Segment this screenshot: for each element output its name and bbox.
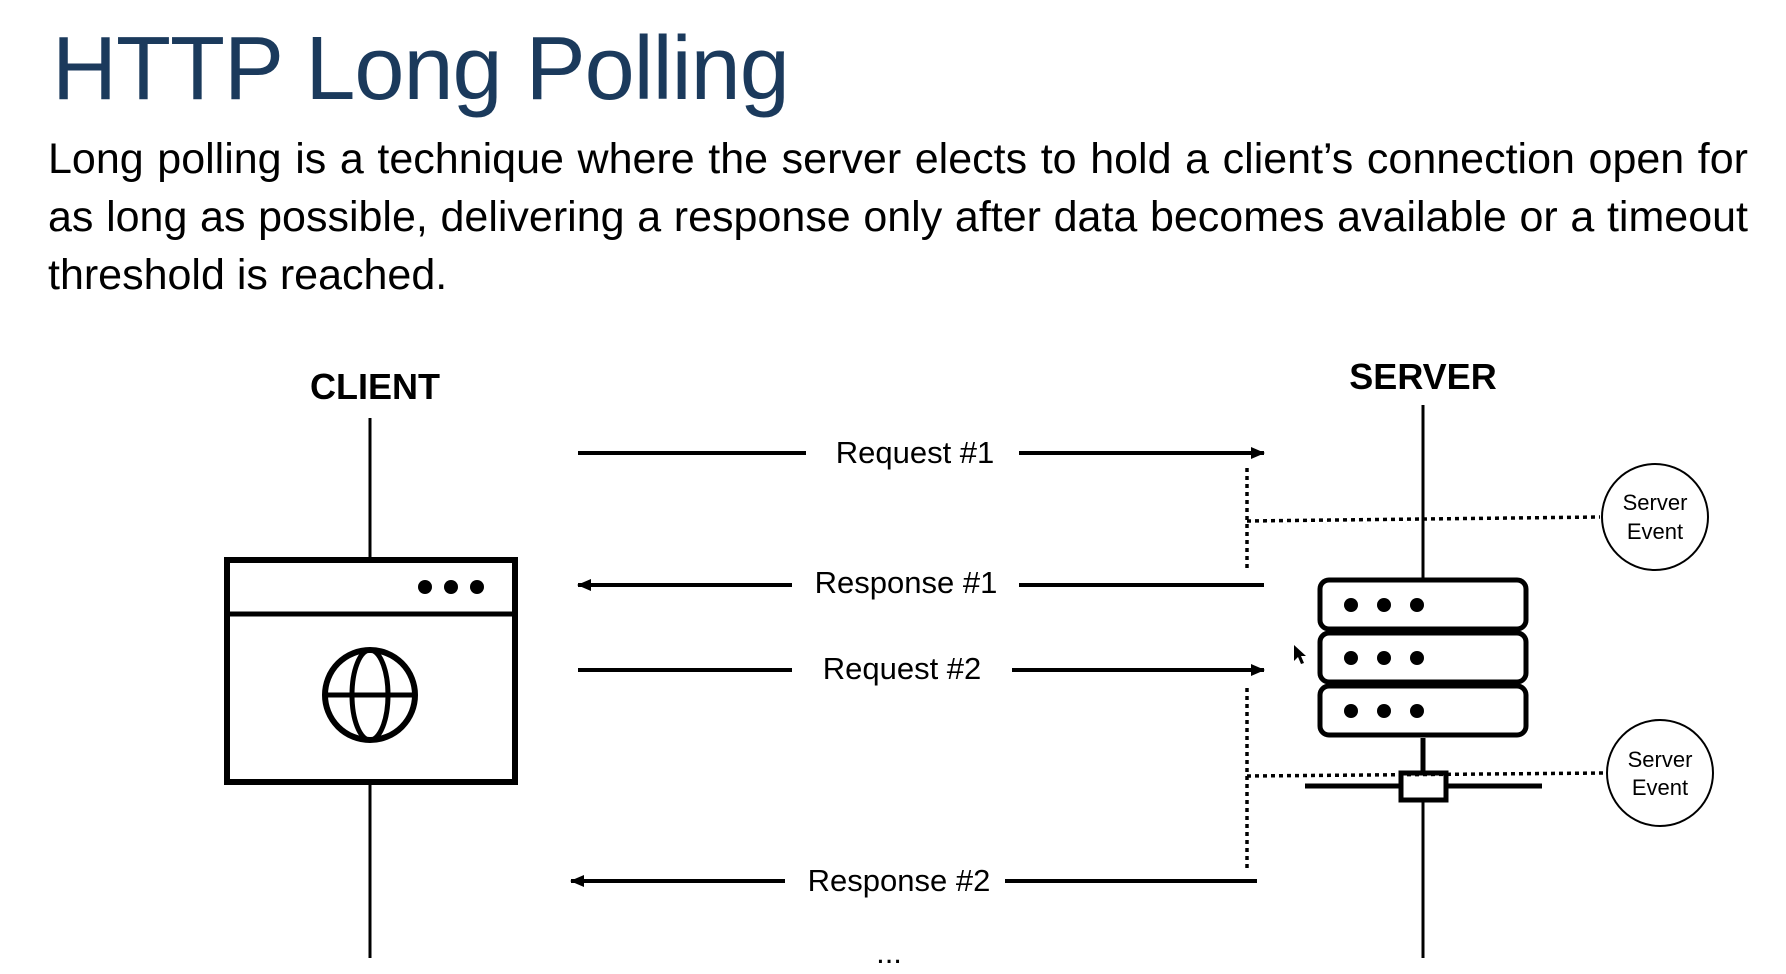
request-2-label: Request #2	[823, 651, 982, 686]
server-rack-icon	[1317, 577, 1529, 738]
svg-text:Server: Server	[1628, 747, 1693, 772]
client-heading: CLIENT	[310, 366, 440, 407]
network-connector-icon	[1305, 738, 1542, 803]
request-2-arrow: Request #2	[578, 651, 1265, 686]
server-event-1: Server Event	[1601, 463, 1709, 571]
svg-text:Server: Server	[1623, 490, 1688, 515]
request-1-arrow: Request #1	[578, 435, 1265, 470]
response-2-label: Response #2	[808, 863, 991, 898]
server-event-2-link	[1246, 771, 1607, 778]
description: Long polling is a technique where the se…	[48, 135, 1748, 299]
response-2-arrow: Response #2	[570, 863, 1257, 898]
response-1-label: Response #1	[815, 565, 998, 600]
mouse-cursor-icon	[1294, 645, 1306, 664]
request-1-label: Request #1	[836, 435, 995, 470]
page-title: HTTP Long Polling	[52, 19, 790, 119]
svg-text:Event: Event	[1632, 775, 1688, 800]
server-event-2: Server Event	[1606, 719, 1714, 827]
continuation-ellipsis: ...	[876, 935, 902, 970]
globe-icon	[322, 647, 418, 743]
response-1-arrow: Response #1	[577, 565, 1264, 600]
server-event-1-link	[1246, 515, 1601, 523]
svg-text:Event: Event	[1627, 519, 1683, 544]
server-heading: SERVER	[1349, 356, 1496, 397]
browser-window-icon	[224, 557, 518, 785]
